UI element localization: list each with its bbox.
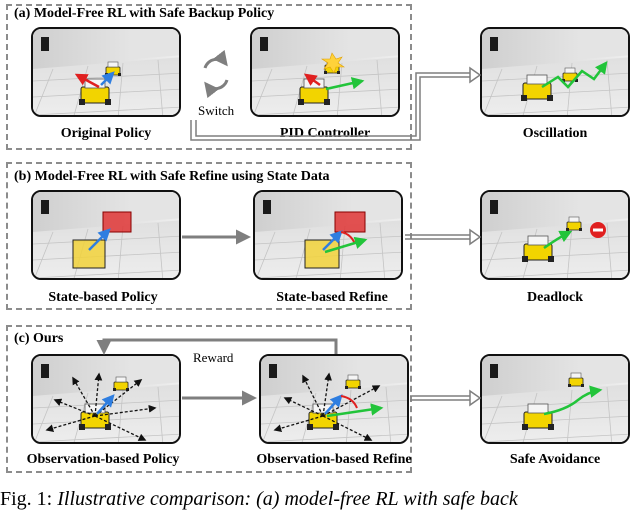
reward-label: Reward xyxy=(193,350,234,365)
panel-pid-controller xyxy=(250,27,400,117)
label-oscillation: Oscillation xyxy=(522,126,588,141)
label-deadlock: Deadlock xyxy=(527,290,583,305)
arrow-b-refine-to-deadlock xyxy=(405,228,482,246)
panel-original-policy xyxy=(31,27,181,117)
label-pid-controller: PID Controller xyxy=(279,126,371,141)
section-b-title: (b) Model-Free RL with Safe Refine using… xyxy=(14,169,330,184)
label-original-policy: Original Policy xyxy=(60,126,152,141)
caption-prefix: Fig. 1: xyxy=(0,488,53,510)
panel-observation-based-policy xyxy=(31,354,181,444)
panel-state-based-refine xyxy=(253,190,403,280)
arrow-c-refine-to-safe xyxy=(410,389,482,407)
label-safe-avoidance: Safe Avoidance xyxy=(509,452,601,467)
panel-safe-avoidance xyxy=(480,354,630,444)
label-state-based-refine: State-based Refine xyxy=(276,290,388,305)
section-c-title: (c) Ours xyxy=(14,331,64,346)
label-observation-based-refine: Observation-based Refine xyxy=(256,452,412,467)
figure-caption: Fig. 1: Illustrative comparison: (a) mod… xyxy=(0,488,518,511)
panel-observation-based-refine xyxy=(259,354,409,444)
label-state-based-policy: State-based Policy xyxy=(48,290,158,305)
label-observation-based-policy: Observation-based Policy xyxy=(26,452,180,467)
caption-text: Illustrative comparison: (a) model-free … xyxy=(57,488,518,510)
panel-state-based-policy xyxy=(31,190,181,280)
section-a-title: (a) Model-Free RL with Safe Backup Polic… xyxy=(14,6,275,21)
panel-oscillation xyxy=(480,27,630,117)
switch-label: Switch xyxy=(198,103,235,118)
section-c xyxy=(6,325,412,473)
panel-deadlock xyxy=(480,190,630,280)
section-b xyxy=(6,162,412,310)
